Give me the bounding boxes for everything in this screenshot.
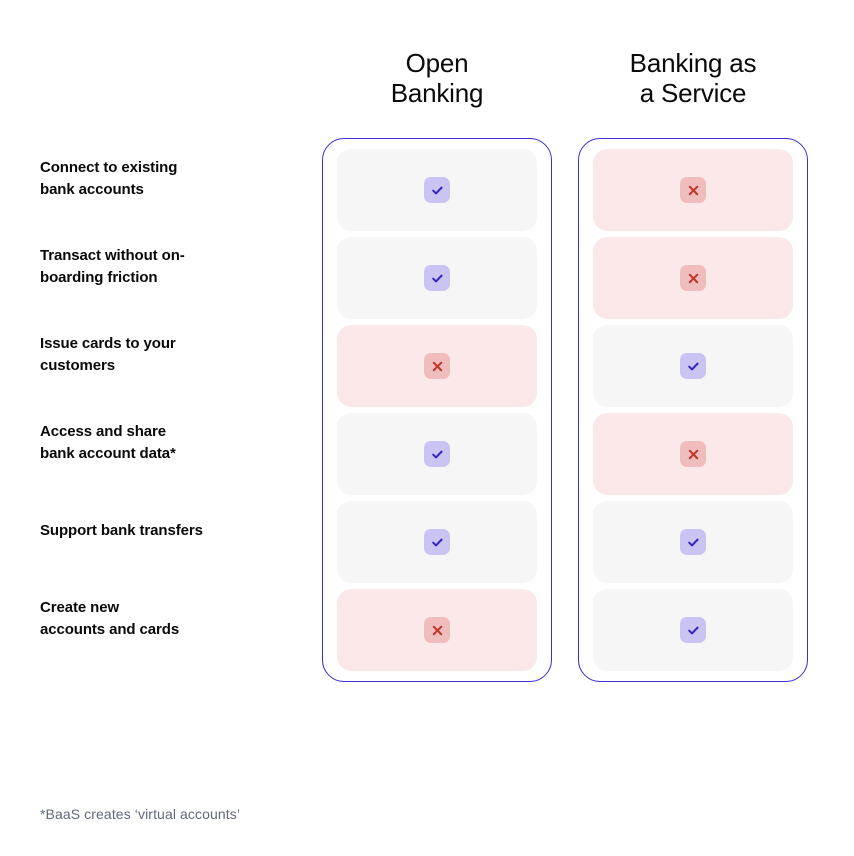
feature-label: Transact without on- boarding friction [40, 247, 185, 286]
feature-label: Issue cards to your customers [40, 335, 176, 374]
column-headers: Open Banking Banking as a Service [322, 48, 808, 108]
feature-label-column: Connect to existing bank accounts Transa… [40, 138, 302, 660]
column-header-banking-as-a-service-line1: Banking as [629, 48, 757, 78]
column-header-banking-as-a-service-line2: a Service [639, 78, 747, 108]
cell-baas-row-6 [593, 589, 793, 671]
cell-baas-row-2 [593, 237, 793, 319]
cell-baas-row-1 [593, 149, 793, 231]
column-header-banking-as-a-service: Banking as a Service [578, 48, 808, 108]
feature-label-row: Create new accounts and cards [40, 578, 302, 660]
feature-label: Create new accounts and cards [40, 599, 180, 638]
feature-label-row: Transact without on- boarding friction [40, 226, 302, 308]
cell-baas-row-5 [593, 501, 793, 583]
check-icon [680, 353, 706, 379]
cross-icon [680, 265, 706, 291]
column-header-open-banking-line1: Open [405, 48, 469, 78]
cell-open-banking-row-4 [337, 413, 537, 495]
check-icon [424, 177, 450, 203]
check-icon [680, 617, 706, 643]
cross-icon [680, 177, 706, 203]
cell-open-banking-row-6 [337, 589, 537, 671]
column-header-open-banking-line2: Banking [390, 78, 484, 108]
cell-baas-row-3 [593, 325, 793, 407]
feature-label: Support bank transfers [40, 522, 203, 539]
comparison-cards [322, 138, 808, 682]
cell-open-banking-row-3 [337, 325, 537, 407]
cross-icon [680, 441, 706, 467]
cell-baas-row-4 [593, 413, 793, 495]
card-banking-as-a-service [578, 138, 808, 682]
cell-open-banking-row-2 [337, 237, 537, 319]
check-icon [680, 529, 706, 555]
feature-label: Connect to existing bank accounts [40, 159, 178, 198]
feature-label-row: Connect to existing bank accounts [40, 138, 302, 220]
cell-open-banking-row-1 [337, 149, 537, 231]
cell-open-banking-row-5 [337, 501, 537, 583]
card-open-banking [322, 138, 552, 682]
feature-label-row: Access and share bank account data* [40, 402, 302, 484]
feature-label: Access and share bank account data* [40, 423, 176, 462]
feature-label-row: Support bank transfers [40, 490, 302, 572]
cross-icon [424, 617, 450, 643]
column-header-open-banking: Open Banking [322, 48, 552, 108]
check-icon [424, 265, 450, 291]
footnote: *BaaS creates ‘virtual accounts’ [40, 806, 241, 822]
cross-icon [424, 353, 450, 379]
check-icon [424, 441, 450, 467]
feature-label-row: Issue cards to your customers [40, 314, 302, 396]
check-icon [424, 529, 450, 555]
